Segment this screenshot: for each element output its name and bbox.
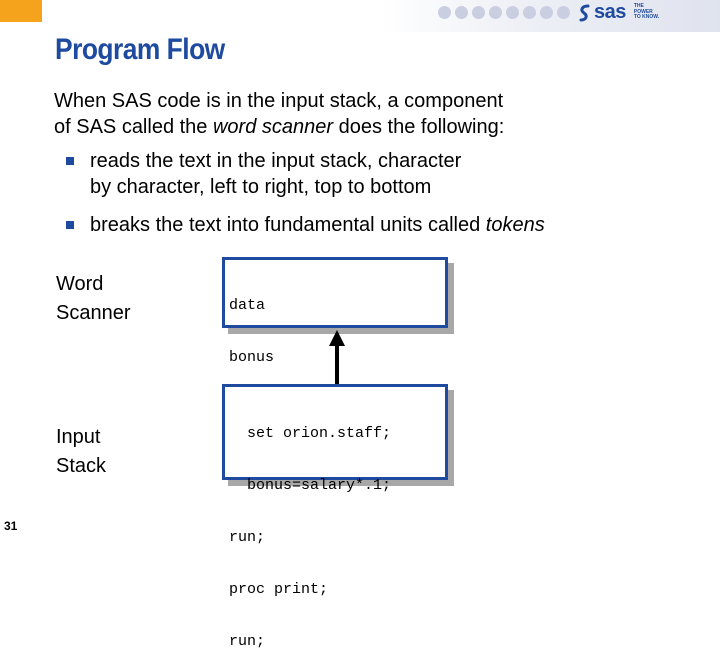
intro-line: of SAS called the word scanner does the … [54, 114, 504, 140]
bullet-emphasis: tokens [485, 214, 545, 236]
bullet-line: breaks the text into fundamental units c… [90, 214, 486, 236]
code-line: bonus [229, 349, 275, 366]
label-line: Scanner [56, 302, 131, 324]
word-scanner-label: Word Scanner [56, 270, 131, 328]
label-line: Word [56, 273, 104, 295]
intro-emphasis: word scanner [212, 116, 334, 138]
header-dots [438, 5, 570, 19]
header-dot [506, 5, 519, 19]
header-dot [523, 5, 536, 19]
bullet-line: by character, left to right, top to bott… [90, 176, 432, 198]
word-scanner-box: data bonus ; [222, 257, 448, 418]
input-stack-label: Input Stack [56, 423, 106, 481]
slide-title: Program Flow [55, 33, 225, 66]
sas-swirl-icon [578, 4, 592, 22]
code-line: run; [229, 529, 266, 546]
header-dot [438, 5, 451, 19]
label-line: Stack [56, 455, 107, 477]
code-line: set orion.staff; [229, 425, 392, 442]
bullet-line: reads the text in the input stack, chara… [90, 150, 462, 172]
header-dot [489, 5, 502, 19]
header-dot [455, 5, 468, 19]
code-line: proc print; [229, 581, 329, 598]
logo-tagline-line: THE [633, 3, 644, 10]
intro-line: When SAS code is in the input stack, a c… [54, 90, 504, 112]
logo-tagline-line: TO KNOW. [633, 14, 660, 21]
bullet-item: breaks the text into fundamental units c… [90, 212, 545, 238]
intro-paragraph: When SAS code is in the input stack, a c… [54, 88, 504, 140]
input-stack-box: set orion.staff; bonus=salary*.1; run; p… [222, 384, 448, 650]
page-number: 31 [4, 519, 18, 533]
intro-text: of SAS called the [54, 116, 213, 138]
header-dot [472, 5, 485, 19]
brand-corner [0, 0, 42, 22]
code-line: run; [229, 633, 266, 650]
code-line: data [229, 297, 266, 314]
code-line: bonus=salary*.1; [229, 477, 392, 494]
sas-logo: sas THE POWER TO KNOW. [578, 1, 662, 24]
bullet-icon [66, 221, 74, 229]
intro-text: does the following: [333, 116, 505, 138]
logo-wordmark: sas [594, 1, 626, 23]
up-arrow-icon [329, 330, 345, 386]
logo-tagline: THE POWER TO KNOW. [634, 4, 662, 21]
label-line: Input [56, 426, 101, 448]
bullet-icon [66, 157, 74, 165]
logo-tagline-line: POWER [633, 8, 653, 15]
header-dot [540, 5, 553, 19]
header-band [0, 0, 720, 32]
bullet-item: reads the text in the input stack, chara… [90, 148, 461, 200]
header-dot [557, 5, 570, 19]
